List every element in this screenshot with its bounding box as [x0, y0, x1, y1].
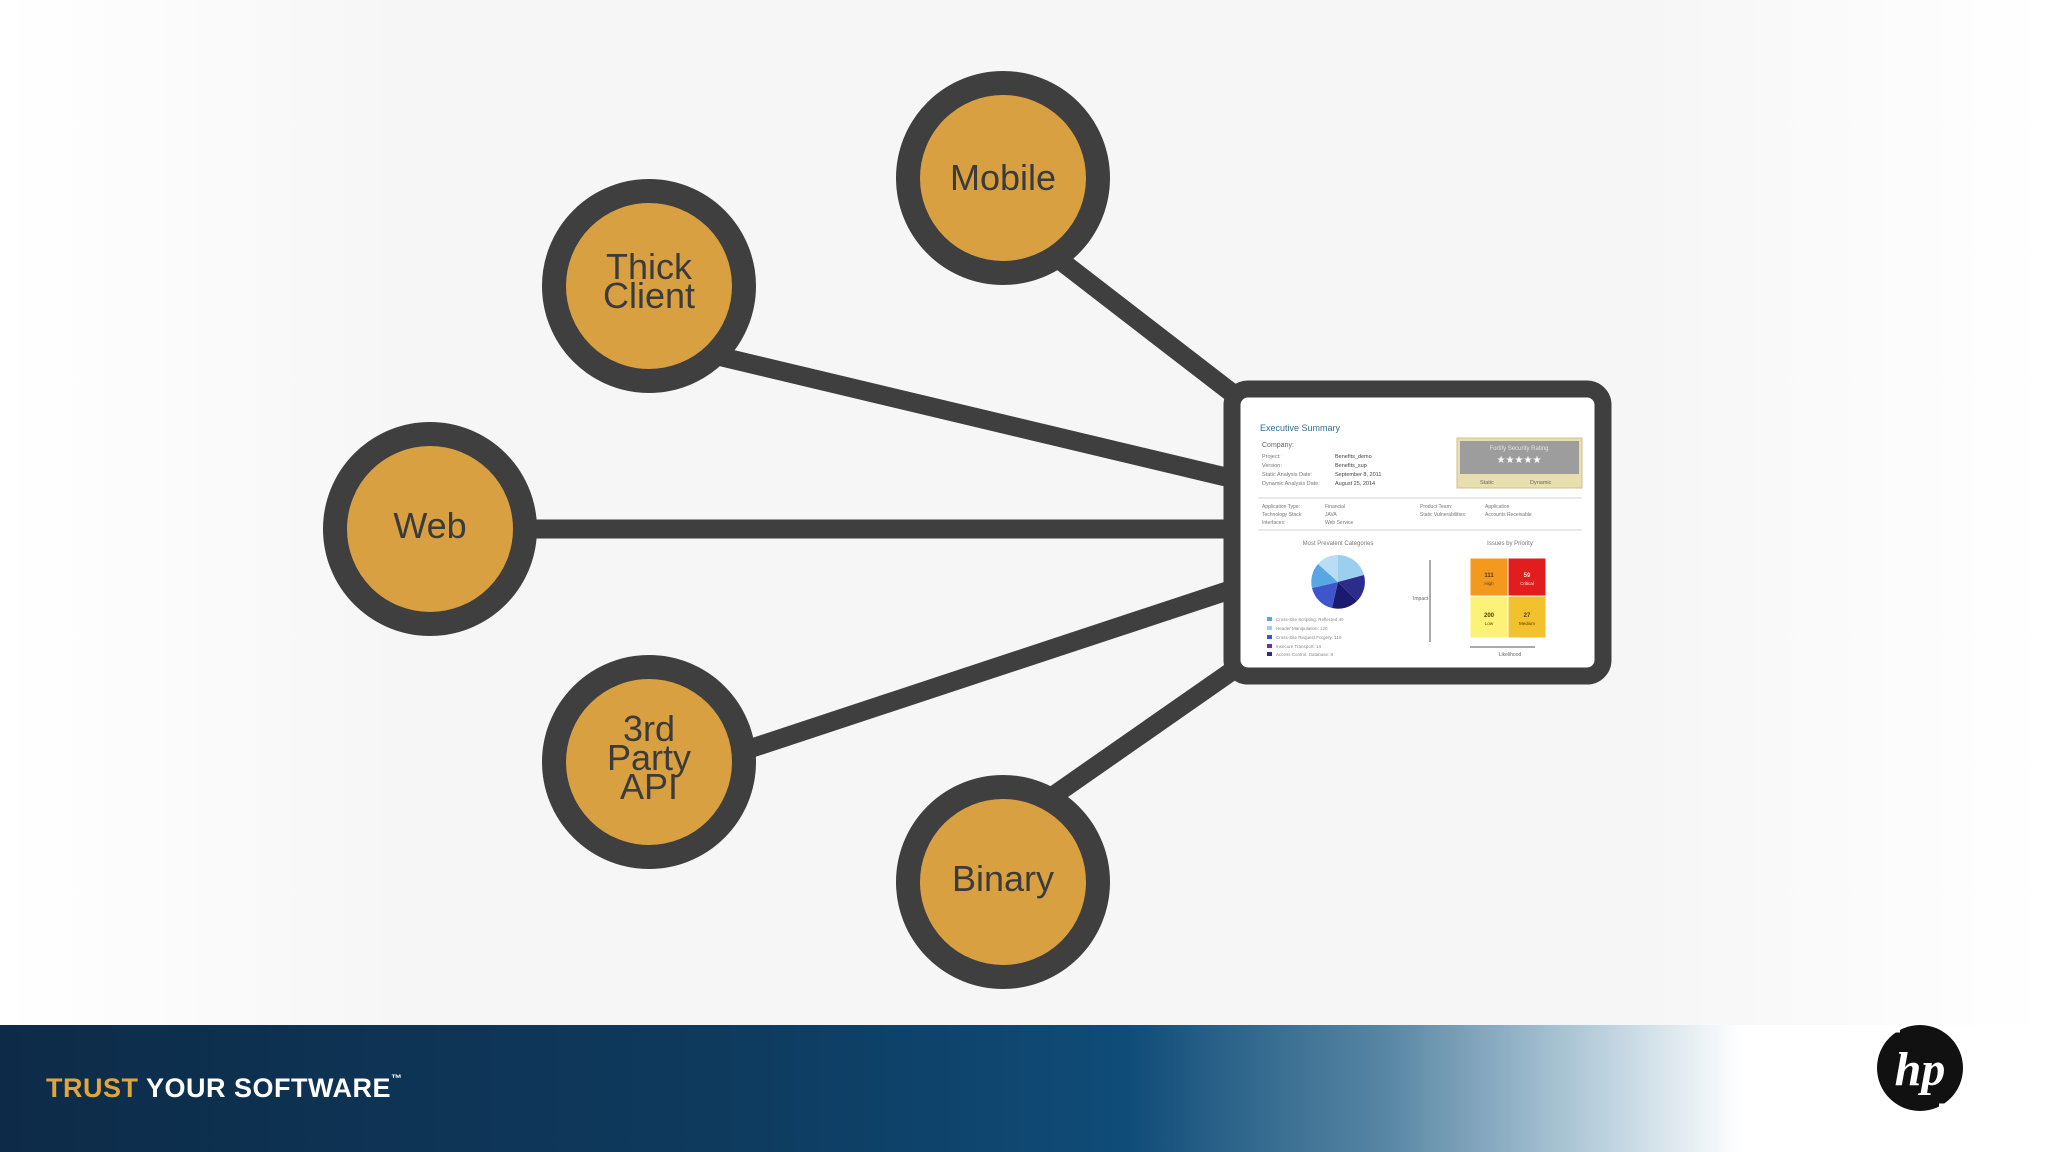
rating-dynamic-label: Dynamic — [1530, 480, 1552, 486]
category-pie-chart — [1311, 555, 1365, 609]
connector-third-party-api — [730, 580, 1240, 762]
report-row-value: August 25, 2014 — [1335, 481, 1375, 487]
connector-binary — [1040, 652, 1255, 808]
matrix-y-axis-label: Impact — [1413, 596, 1429, 602]
node-binary-label: Binary — [952, 858, 1054, 899]
hp-logo-icon: hp — [1877, 1025, 1963, 1111]
legend-item: Access Control: Database: 8 — [1276, 652, 1334, 657]
report-meta-value: Accounts Receivable — [1485, 512, 1532, 518]
matrix-cell-label: Low — [1485, 621, 1494, 626]
legend-item: Cross-Site Request Forgery: 110 — [1276, 635, 1342, 640]
connector-mobile — [1047, 248, 1255, 413]
report-meta-label: Technology Stack: — [1262, 512, 1303, 518]
matrix-title: Issues by Priority — [1487, 541, 1533, 547]
report-title: Executive Summary — [1260, 423, 1341, 433]
report-meta-label: Interfaces: — [1262, 520, 1285, 526]
node-third-party-api: 3rd Party API — [542, 655, 756, 869]
rating-static-label: Static — [1480, 480, 1494, 486]
matrix-cell-count: 111 — [1484, 573, 1494, 579]
matrix-x-axis-label: Likelihood — [1499, 652, 1522, 658]
node-web: Web — [323, 422, 537, 636]
node-thick-client-label-line: Client — [603, 275, 695, 316]
legend-item: Header Manipulation: 120 — [1276, 626, 1328, 631]
report-meta-label: Static Vulnerabilities: — [1420, 512, 1466, 518]
priority-matrix: Impact Likelihood 111 High 59 Critical 2… — [1413, 557, 1547, 658]
report-row-label: Dynamic Analysis Date: — [1262, 481, 1320, 487]
pie-title: Most Prevalent Categories — [1303, 541, 1374, 547]
report-meta-value: Web Service — [1325, 520, 1353, 526]
node-mobile: Mobile — [896, 71, 1110, 285]
matrix-cell-label: High — [1484, 581, 1494, 586]
report-row-label: Project: — [1262, 454, 1281, 460]
rating-stars-icon: ★★★★★ — [1497, 455, 1542, 466]
legend-item: Cross-Site Scripting: Reflected 40 — [1276, 617, 1344, 622]
report-panel: Executive Summary Company: Project: Bene… — [1223, 380, 1612, 685]
node-third-party-api-label-line: Party — [607, 737, 691, 778]
report-meta-value: Application — [1485, 504, 1510, 510]
report-row-value: Benefits_demo — [1335, 454, 1372, 460]
report-row-value: September 8, 2011 — [1335, 472, 1381, 478]
matrix-cell-count: 59 — [1524, 573, 1531, 579]
matrix-cell-label: Critical — [1520, 581, 1534, 586]
report-meta-label: Application Type: — [1262, 504, 1300, 510]
node-binary: Binary — [896, 775, 1110, 989]
report-row-label: Static Analysis Date: — [1262, 472, 1313, 478]
report-company-label: Company: — [1262, 442, 1294, 449]
hp-logo-text: hp — [1895, 1043, 1946, 1096]
footer-tagline: TRUST YOUR SOFTWARE™ — [46, 1073, 403, 1104]
tagline-rest: YOUR SOFTWARE — [138, 1073, 392, 1103]
security-rating-box: Fortify Security Rating ★★★★★ Static Dyn… — [1456, 437, 1583, 489]
report-row-value: Benefits_sup — [1335, 463, 1367, 469]
node-third-party-api-label-line: 3rd — [623, 708, 675, 749]
node-web-label: Web — [393, 505, 466, 546]
security-rating-title: Fortify Security Rating — [1489, 446, 1548, 452]
connection-diagram: Executive Summary Company: Project: Bene… — [323, 71, 1612, 989]
report-meta-label: Product Team: — [1420, 504, 1452, 510]
footer-banner — [0, 1025, 2048, 1152]
node-third-party-api-label-line: API — [620, 766, 678, 807]
matrix-cell-label: Medium — [1519, 621, 1535, 626]
matrix-cell-count: 200 — [1484, 613, 1495, 619]
trademark-symbol: ™ — [391, 1073, 403, 1085]
matrix-cell-count: 27 — [1524, 613, 1531, 619]
node-thick-client: Thick Client — [542, 179, 756, 393]
report-meta-value: Financial — [1325, 504, 1345, 510]
node-thick-client-label-line: Thick — [606, 246, 693, 287]
report-row-label: Version: — [1262, 463, 1282, 469]
node-mobile-label: Mobile — [950, 157, 1056, 198]
connector-thick-client — [708, 346, 1240, 488]
report-meta-value: JAVA — [1325, 512, 1337, 518]
legend-item: Insecure Transport: 14 — [1276, 644, 1322, 649]
tagline-accent: TRUST — [46, 1073, 139, 1103]
